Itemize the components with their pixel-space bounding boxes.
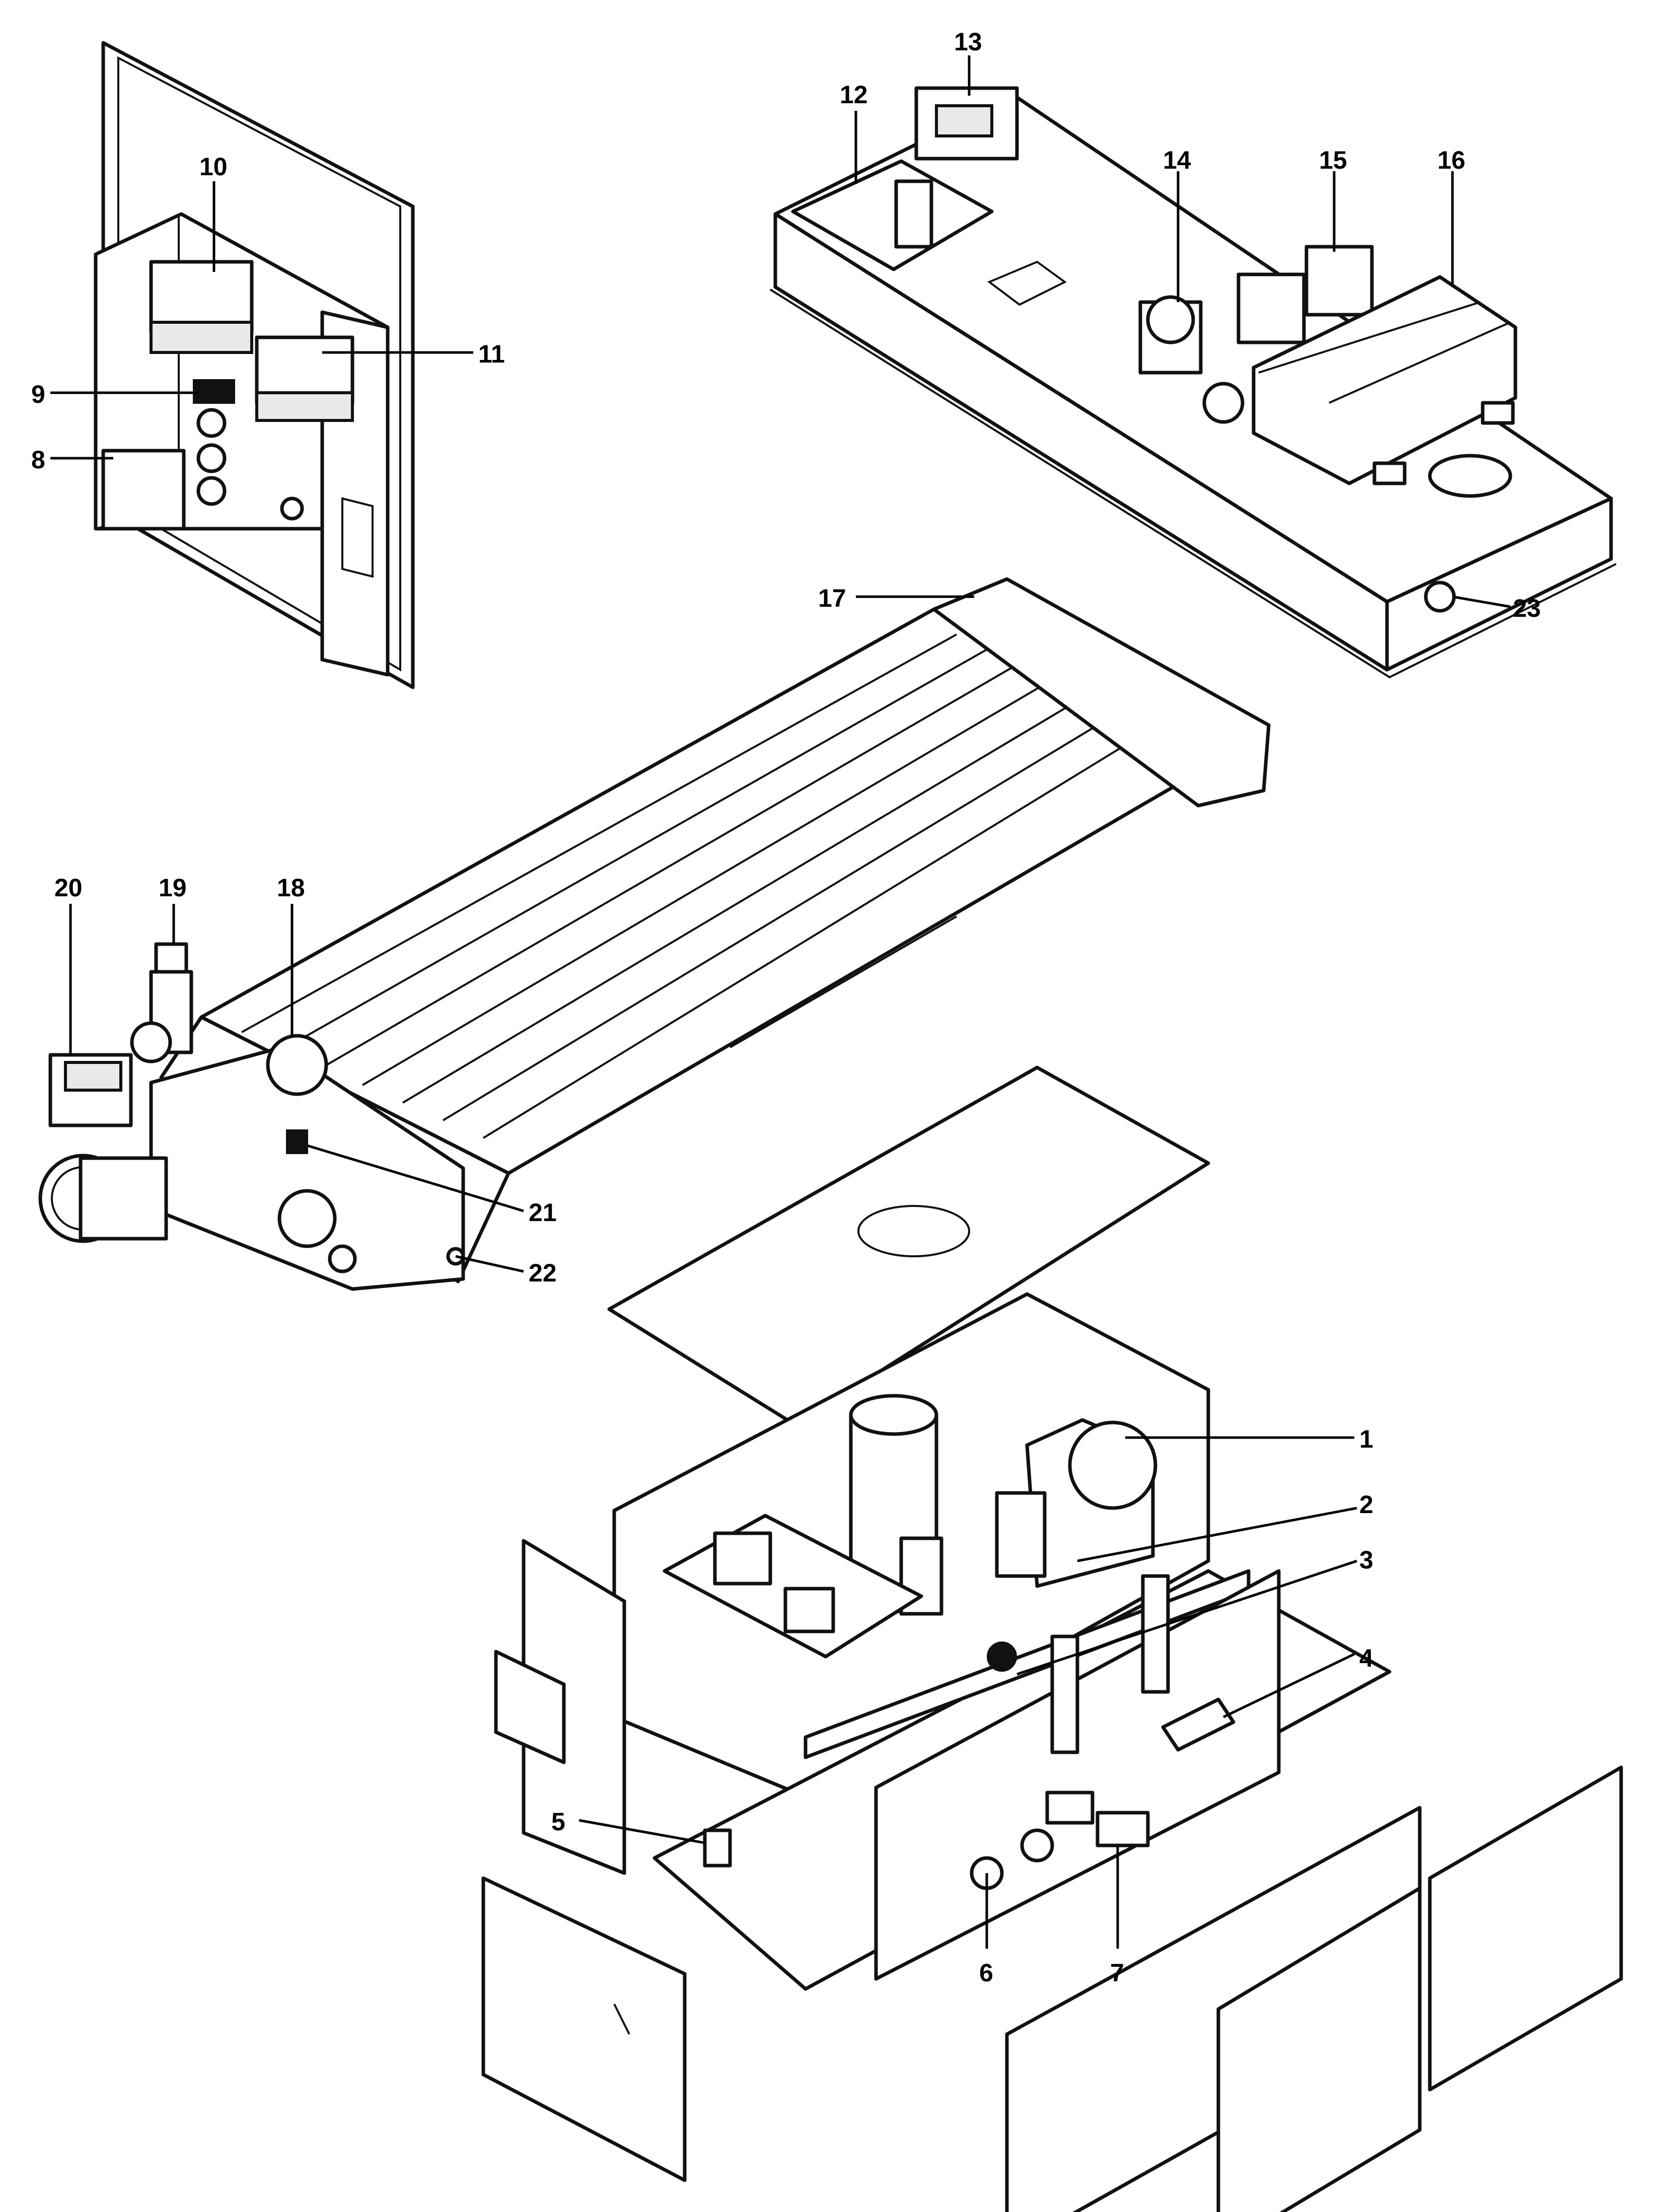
transformer-8 xyxy=(101,449,186,531)
heat-exchanger-assembly xyxy=(38,577,1271,1291)
callout-22: 22 xyxy=(529,1259,557,1287)
callout-7: 7 xyxy=(1110,1959,1124,1987)
leader-lines xyxy=(50,55,1511,1949)
callout-13: 13 xyxy=(954,28,982,56)
gas-valve-2 xyxy=(995,1491,1047,1578)
callout-3: 3 xyxy=(1359,1546,1373,1574)
callout-labels: 1 2 3 4 5 6 7 8 9 10 11 12 13 14 15 16 1… xyxy=(31,28,1541,1987)
front-panel-top-right xyxy=(1428,1765,1623,2092)
callout-2: 2 xyxy=(1359,1490,1373,1519)
control-panel-assembly xyxy=(94,41,415,689)
callout-6: 6 xyxy=(979,1959,993,1987)
callout-14: 14 xyxy=(1163,146,1191,174)
callout-16: 16 xyxy=(1437,146,1466,174)
sensor-21 xyxy=(286,1129,308,1154)
callout-9: 9 xyxy=(31,380,45,408)
relay-15 xyxy=(1304,245,1374,317)
callout-18: 18 xyxy=(277,874,305,902)
callout-12: 12 xyxy=(840,81,868,109)
callout-10: 10 xyxy=(199,153,228,181)
igniter-5 xyxy=(703,1828,732,1868)
relay-15-a xyxy=(1236,272,1306,344)
callout-11: 11 xyxy=(478,340,505,368)
electronics-tray-assembly xyxy=(769,86,1617,679)
callout-5: 5 xyxy=(551,1808,565,1836)
sight-glass-23 xyxy=(1424,581,1456,613)
callout-23: 23 xyxy=(1513,594,1541,622)
burner-orifice-7 xyxy=(1096,1811,1150,1847)
tray-side xyxy=(1385,496,1613,672)
terminal-9 xyxy=(193,379,235,404)
cabinet-assembly xyxy=(481,1065,1623,2212)
rear-header-17 xyxy=(932,577,1271,808)
left-access-door xyxy=(481,1876,687,2182)
callout-17: 17 xyxy=(818,584,846,612)
gauge-18 xyxy=(266,1034,328,1096)
callout-19: 19 xyxy=(159,874,187,902)
burner-orifice-4 xyxy=(1161,1697,1235,1752)
callout-4: 4 xyxy=(1359,1644,1373,1672)
circuit-board-12 xyxy=(791,159,994,271)
callout-21: 21 xyxy=(529,1198,557,1227)
cabinet-top-panel xyxy=(607,1065,1210,1427)
callout-8: 8 xyxy=(31,446,45,474)
front-panel-right xyxy=(1216,1886,1422,2212)
relay-10 xyxy=(149,260,254,334)
callout-20: 20 xyxy=(54,874,83,902)
cover-16 xyxy=(1252,275,1517,485)
callout-1: 1 xyxy=(1359,1425,1373,1453)
callout-15: 15 xyxy=(1319,146,1347,174)
